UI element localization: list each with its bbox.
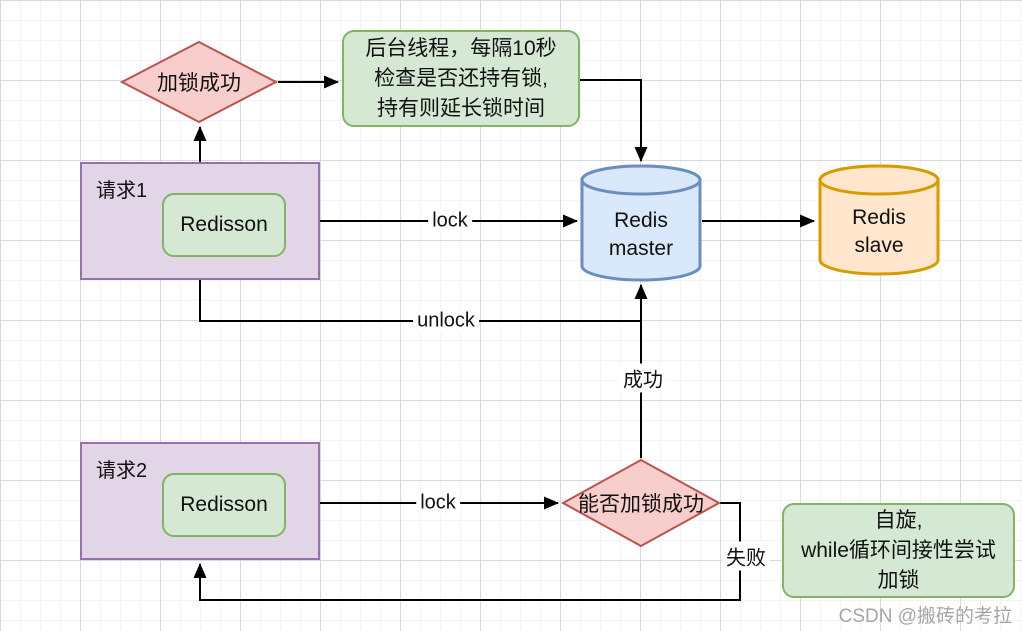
request1-redisson-label: Redisson — [180, 213, 268, 236]
edge-label-unlock: unlock — [413, 309, 479, 333]
edge-watchdog-to-redis-master — [580, 79, 648, 162]
redis-master-cylinder: Redis master — [580, 163, 702, 283]
redis-slave-cylinder: Redis slave — [818, 163, 940, 277]
can-lock-label: 能否加锁成功 — [578, 493, 704, 516]
watermark: CSDN @搬砖的考拉 — [838, 606, 1012, 627]
lock-success-label: 加锁成功 — [157, 72, 241, 95]
request2-title: 请求2 — [96, 460, 148, 482]
request2-box: 请求2 Redisson — [80, 442, 320, 560]
request2-redisson-badge: Redisson — [162, 473, 286, 537]
spin-line-3: 加锁 — [877, 568, 920, 592]
watchdog-line-3: 持有则延长锁时间 — [377, 96, 545, 120]
edge-label-success: 成功 — [619, 363, 667, 393]
watchdog-note: 后台线程，每隔10秒 检查是否还持有锁, 持有则延长锁时间 — [342, 30, 580, 127]
cylinder-shape — [580, 164, 702, 282]
request1-title: 请求1 — [96, 180, 148, 202]
redis-slave-label: Redis slave — [818, 195, 940, 269]
redis-master-line-2: master — [608, 237, 674, 260]
request1-box: 请求1 Redisson — [80, 162, 320, 280]
watchdog-line-2: 检查是否还持有锁, — [374, 66, 548, 90]
spin-line-2: while循环间接性尝试 — [801, 538, 996, 562]
edge-label-fail: 失败 — [722, 541, 770, 571]
request2-redisson-label: Redisson — [180, 493, 268, 516]
spin-note: 自旋, while循环间接性尝试 加锁 — [782, 503, 1015, 598]
redis-slave-line-1: Redis — [852, 206, 906, 229]
edge-label-lock1: lock — [428, 209, 472, 233]
edge-label-lock2: lock — [416, 491, 460, 515]
redis-master-label: Redis master — [580, 195, 702, 275]
redis-slave-line-2: slave — [854, 234, 904, 257]
diamond-shape — [560, 458, 722, 548]
watchdog-line-1: 后台线程，每隔10秒 — [365, 36, 557, 60]
lock-success-diamond: 加锁成功 — [120, 40, 278, 124]
redis-master-line-1: Redis — [614, 209, 668, 232]
cylinder-shape — [818, 164, 940, 276]
request1-redisson-badge: Redisson — [162, 193, 286, 257]
diamond-shape — [120, 40, 278, 124]
spin-line-1: 自旋, — [874, 508, 923, 532]
can-lock-diamond: 能否加锁成功 — [560, 458, 722, 548]
